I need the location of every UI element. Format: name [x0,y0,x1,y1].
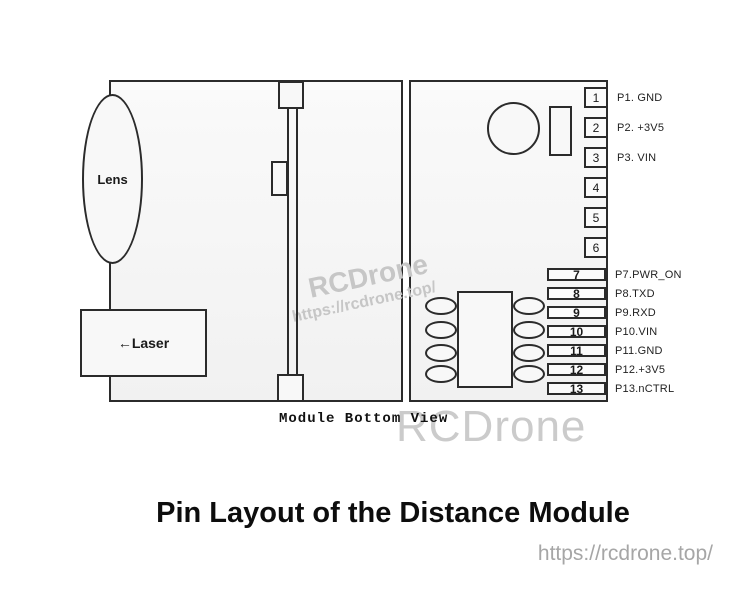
ic-pad-left-4 [425,365,457,383]
pin-11: 11 [547,344,606,357]
pin-1-label: P1. GND [617,92,663,104]
rod-side-block [271,161,288,196]
figure-title: Pin Layout of the Distance Module [156,497,630,529]
pin-2-number: 2 [592,120,600,135]
pin-3-number: 3 [592,150,600,165]
pin-12-number: 12 [569,362,584,377]
pin-6-number: 6 [592,240,600,255]
pin-12: 12 [547,363,606,376]
lens-ellipse: Lens [82,94,143,264]
pin-13-label: P13.nCTRL [615,383,675,395]
pin-11-number: 11 [570,343,583,358]
pin-13: 13 [547,382,606,395]
pin-5: 5 [584,207,608,228]
pin-6: 6 [584,237,608,258]
ic-pad-left-2 [425,321,457,339]
pin-11-label: P11.GND [615,345,663,357]
pin-4-number: 4 [592,180,600,195]
pin-1: 1 [584,87,608,108]
ic-pad-left-1 [425,297,457,315]
pin-9: 9 [547,306,606,319]
pin-3-label: P3. VIN [617,152,657,164]
rod-bottom-block [277,374,304,402]
pin-7-label: P7.PWR_ON [615,269,682,281]
pin-13-number: 13 [569,381,584,396]
pin-5-number: 5 [592,210,600,225]
pin-9-number: 9 [573,305,580,320]
pin-1-number: 1 [592,90,600,105]
pin-2: 2 [584,117,608,138]
footer-url: https://rcdrone.top/ [537,542,713,565]
pin-4: 4 [584,177,608,198]
pin-10-label: P10.VIN [615,326,658,338]
pin-7-number: 7 [573,267,580,282]
module-bottom-view-caption: Module Bottom View [279,411,449,427]
pin-10: 10 [547,325,606,338]
laser-box: ←Laser [80,309,207,377]
watermark-large: RCDrone [396,402,587,451]
ic-pad-right-2 [513,321,545,339]
pin-3: 3 [584,147,608,168]
ic-pad-right-4 [513,365,545,383]
ic-pad-right-3 [513,344,545,362]
component-small-rect [549,106,572,156]
pin-8-number: 8 [573,286,580,301]
pin-9-label: P9.RXD [615,307,656,319]
rod-shaft [287,106,298,377]
ic-pad-right-1 [513,297,545,315]
pin-12-label: P12.+3V5 [615,364,666,376]
pin-7: 7 [547,268,606,281]
pin-8: 8 [547,287,606,300]
pin-2-label: P2. +3V5 [617,122,665,134]
ic-pad-left-3 [425,344,457,362]
pin-10-number: 10 [569,324,584,339]
component-circle [487,102,540,155]
pin-8-label: P8.TXD [615,288,655,300]
rod-top-block [278,81,304,109]
ic-chip [457,291,513,388]
laser-label: ←Laser [117,335,170,351]
lens-label: Lens [97,171,128,187]
